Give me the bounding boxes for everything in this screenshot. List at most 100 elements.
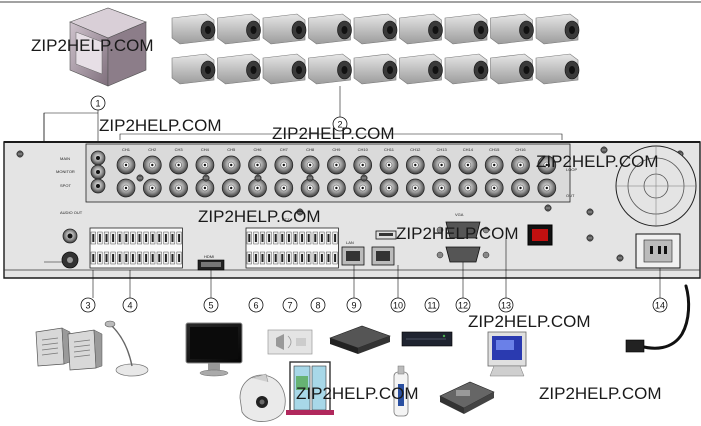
channel-label: CH1: [122, 147, 131, 152]
dvd-writer-device: [401, 331, 453, 347]
label-out: OUT: [566, 193, 575, 198]
terminal-screw-icon: [176, 231, 182, 265]
bnc-connector-icon: [511, 178, 530, 198]
callout-4: 4: [122, 297, 138, 313]
watermark-5: ZIP2HELP.COM: [198, 207, 321, 226]
usb-drive-device: [393, 365, 409, 417]
terminal-screw-icon: [286, 231, 292, 265]
bnc-connector-icon: [274, 155, 294, 175]
watermark-2: ZIP2HELP.COM: [99, 116, 222, 135]
bnc-connector-icon: [458, 155, 478, 175]
camera-icon: [308, 53, 352, 85]
label-vga: VGA: [455, 212, 464, 217]
terminal-screw-icon: [156, 231, 162, 265]
callout-label: 11: [427, 301, 436, 311]
callout-6: 6: [248, 297, 264, 313]
bnc-connector-icon: [90, 178, 106, 194]
analog-monitor-device: [69, 7, 147, 87]
terminal-screw-icon: [299, 231, 305, 265]
bnc-connector-icon: [90, 150, 106, 166]
terminal-screw-icon: [273, 231, 279, 265]
callout-1-label: 1: [95, 99, 100, 109]
bnc-connector-icon: [405, 155, 425, 175]
camera-icon: [399, 13, 443, 45]
bnc-connector-icon: [537, 178, 557, 198]
bnc-connector-icon: [142, 155, 162, 175]
screw-icon: [616, 254, 624, 262]
bnc-connector-icon: [327, 155, 346, 175]
terminal-screw-icon: [130, 231, 136, 265]
bnc-connector-icon: [195, 178, 215, 198]
bnc-connector-icon: [274, 178, 294, 198]
callout-2: 2: [119, 86, 563, 140]
camera-icon: [308, 13, 352, 45]
bnc-connector-icon: [116, 178, 136, 198]
terminal-screw-icon: [259, 231, 266, 265]
hdmi-lcd-monitor: [185, 322, 243, 377]
callout-5: 5: [203, 297, 219, 313]
bnc-connector-icon: [379, 178, 399, 198]
screw-icon: [360, 174, 368, 182]
camera-icon: [444, 13, 489, 45]
callout-8: 8: [310, 297, 326, 313]
bnc-connector-icon: [432, 178, 451, 198]
label-ptz: PTZ: [282, 217, 290, 222]
callout-14: 14: [652, 297, 668, 313]
terminal-screw-icon: [117, 231, 123, 265]
label-monitor: MONITOR: [56, 169, 75, 174]
channel-bnc-block: [116, 155, 557, 198]
bnc-connector-icon: [300, 155, 320, 175]
lan-ports: [341, 246, 395, 266]
channel-label: CH9: [332, 147, 341, 152]
bnc-connector-icon: [353, 178, 373, 198]
callout-label: 12: [458, 301, 468, 311]
camera-array: [171, 13, 580, 85]
microphone-device: [104, 320, 149, 377]
callout-9: 9: [346, 297, 362, 313]
bnc-connector-icon: [221, 155, 241, 175]
bnc-connector-icon: [511, 155, 530, 175]
camera-icon: [399, 53, 443, 85]
bnc-connector-icon: [484, 178, 504, 198]
camera-icon: [444, 53, 489, 85]
channel-label: CH7: [280, 147, 289, 152]
channel-label: CH3: [175, 147, 184, 152]
camera-icon: [217, 13, 261, 45]
terminal-screw-icon: [150, 231, 156, 265]
channel-label: CH14: [463, 147, 474, 152]
terminal-screw-icon: [266, 231, 272, 265]
label-main: MAIN: [60, 156, 70, 161]
terminal-screw-icon: [103, 231, 110, 265]
bnc-connector-icon: [169, 178, 188, 198]
terminal-screw-icon: [136, 231, 143, 265]
watermark-9: ZIP2HELP.COM: [539, 384, 662, 403]
rs232-port: [436, 246, 490, 263]
camera-icon: [171, 13, 216, 45]
callout-label: 10: [393, 301, 403, 311]
callout-7: 7: [282, 297, 298, 313]
power-inlet: [635, 233, 681, 269]
callout-label: 3: [85, 301, 90, 311]
hdmi-port: [197, 259, 225, 271]
alarm-terminal-block: [89, 227, 183, 269]
callout-label: 5: [208, 301, 213, 311]
label-audio-out: AUDIO OUT: [60, 210, 83, 215]
camera-icon: [353, 13, 398, 45]
camera-icon: [490, 53, 534, 85]
callout-label: 6: [253, 301, 258, 311]
watermark-6: ZIP2HELP.COM: [396, 224, 519, 243]
terminal-screw-icon: [97, 231, 103, 265]
terminal-screw-icon: [279, 231, 285, 265]
terminal-screw-icon: [319, 231, 325, 265]
terminal-screw-icon: [143, 231, 149, 265]
screw-icon: [296, 208, 304, 216]
power-switch: [527, 224, 553, 246]
bnc-connector-icon: [353, 155, 373, 175]
callout-2-label: 2: [337, 120, 342, 130]
fan-grille: [615, 145, 697, 227]
rs232-device: [439, 381, 495, 414]
callout-label: 7: [287, 301, 292, 311]
panel-screws: [16, 146, 684, 262]
leader-lines: [44, 238, 661, 298]
